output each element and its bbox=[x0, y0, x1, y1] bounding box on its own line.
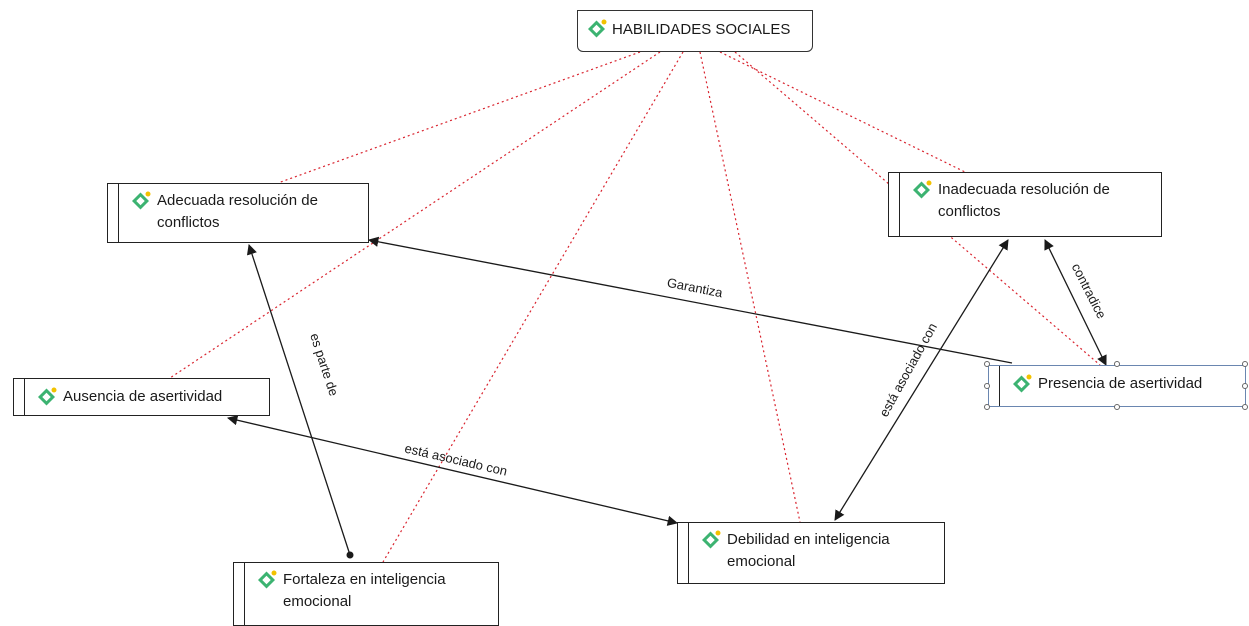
node-bar bbox=[24, 379, 25, 415]
resize-handle[interactable] bbox=[1242, 361, 1248, 367]
node-debilidad-inteligencia[interactable]: Debilidad en inteligencia emocional bbox=[677, 522, 945, 584]
link-label-asociado-2[interactable]: está asociado con bbox=[876, 320, 940, 419]
code-icon bbox=[258, 570, 277, 589]
code-icon bbox=[913, 180, 932, 199]
hierarchy-line-debilidad bbox=[699, 51, 801, 523]
link-label-contradice[interactable]: contradice bbox=[1069, 261, 1110, 321]
node-presencia-asertividad[interactable]: Presencia de asertividad bbox=[988, 365, 1246, 407]
node-label-line: Debilidad en inteligencia bbox=[727, 531, 890, 548]
node-inadecuada-resolucion[interactable]: Inadecuada resolución de conflictos bbox=[888, 172, 1162, 237]
node-label-line: Presencia de asertividad bbox=[1038, 375, 1203, 392]
relation-line-asociado-2 bbox=[834, 239, 1009, 521]
resize-handle[interactable] bbox=[1242, 404, 1248, 410]
code-icon bbox=[702, 530, 721, 549]
node-fortaleza-inteligencia[interactable]: Fortaleza en inteligencia emocional bbox=[233, 562, 499, 626]
relation-line-contradice bbox=[1044, 239, 1107, 366]
node-label-line: Ausencia de asertividad bbox=[63, 388, 223, 405]
resize-handle[interactable] bbox=[1242, 383, 1248, 389]
root-node-label: HABILIDADES SOCIALES bbox=[612, 20, 791, 38]
node-adecuada-resolucion[interactable]: Adecuada resolución de conflictos bbox=[107, 183, 369, 243]
node-label-line: conflictos bbox=[157, 214, 220, 231]
node-bar bbox=[118, 184, 119, 242]
hierarchy-line-adecuada bbox=[277, 51, 641, 184]
node-label-line: conflictos bbox=[938, 203, 1001, 220]
resize-handle[interactable] bbox=[984, 404, 990, 410]
relation-line-asociado-1 bbox=[226, 415, 679, 526]
resize-handle[interactable] bbox=[984, 383, 990, 389]
code-icon bbox=[38, 387, 57, 406]
node-label-line: Adecuada resolución de bbox=[157, 192, 318, 209]
hierarchy-line-inadecuada bbox=[719, 51, 966, 173]
node-ausencia-asertividad[interactable]: Ausencia de asertividad bbox=[13, 378, 270, 416]
resize-handle[interactable] bbox=[1114, 404, 1120, 410]
node-label-line: Fortaleza en inteligencia bbox=[283, 571, 446, 588]
link-label-garantiza[interactable]: Garantiza bbox=[666, 275, 725, 301]
resize-handle[interactable] bbox=[1114, 361, 1120, 367]
node-label-line: Inadecuada resolución de bbox=[938, 181, 1110, 198]
hierarchy-line-fortaleza bbox=[382, 51, 684, 563]
link-label-es-parte-de[interactable]: es parte de bbox=[307, 331, 341, 397]
code-icon bbox=[1013, 374, 1032, 393]
root-node[interactable]: HABILIDADES SOCIALES bbox=[577, 10, 813, 52]
node-bar bbox=[999, 366, 1000, 406]
code-icon bbox=[132, 191, 151, 210]
code-icon bbox=[588, 19, 607, 38]
node-label-line: emocional bbox=[727, 553, 796, 570]
resize-handle[interactable] bbox=[984, 361, 990, 367]
link-label-asociado-1[interactable]: está asociado con bbox=[403, 441, 508, 479]
node-label-line: emocional bbox=[283, 593, 352, 610]
hierarchy-lines bbox=[169, 51, 1101, 563]
node-bar bbox=[244, 563, 245, 625]
node-bar bbox=[899, 173, 900, 236]
relation-lines bbox=[226, 236, 1107, 559]
node-bar bbox=[688, 523, 689, 583]
